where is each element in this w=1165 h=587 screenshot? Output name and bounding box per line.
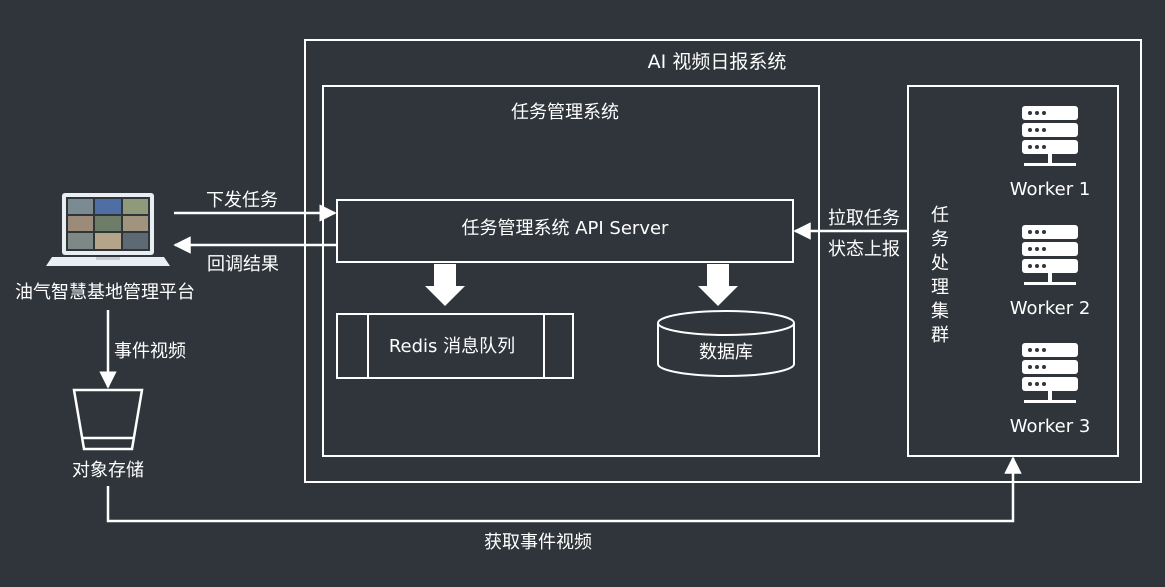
callback-result-label: 回调结果: [207, 254, 279, 275]
worker-2-label: Worker 2: [1010, 298, 1091, 319]
api-server-box: [336, 199, 794, 263]
event-video-label: 事件视频: [114, 341, 186, 362]
block-arrow-to-queue: [425, 264, 465, 306]
laptop-icon: [46, 193, 170, 266]
worker-cluster-title-char: 理: [931, 277, 949, 298]
redis-queue: [336, 313, 574, 379]
dispatch-task-label: 下发任务: [206, 190, 278, 211]
worker-cluster-title-char: 处: [931, 253, 949, 274]
pull-task-label: 拉取任务: [828, 208, 900, 229]
worker-cluster-box: [907, 85, 1119, 457]
ai-system-box: [304, 39, 1142, 483]
worker-cluster-title-char: 任: [931, 205, 949, 226]
worker-cluster-title-char: 集: [931, 301, 949, 322]
block-arrow-to-database: [698, 264, 738, 306]
worker-3-label: Worker 3: [1010, 416, 1091, 437]
worker-cluster-title: 任 务 处 理 集 群: [931, 205, 949, 346]
api-server-label: 任务管理系统 API Server: [462, 218, 670, 239]
report-status-label: 状态上报: [828, 239, 900, 260]
object-storage-label: 对象存储: [72, 460, 144, 481]
redis-queue-label: Redis 消息队列: [389, 336, 515, 357]
task-management-box: [322, 85, 820, 457]
worker-1-label: Worker 1: [1010, 179, 1091, 200]
worker-cluster-title-char: 群: [931, 325, 949, 346]
database-label: 数据库: [699, 342, 753, 363]
database-cylinder: [657, 310, 795, 377]
fetch-event-video-arrow: [106, 456, 1022, 523]
server-icon: [1022, 225, 1078, 285]
server-icon: [1022, 106, 1078, 166]
server-icon: [1022, 343, 1078, 403]
task-management-title: 任务管理系统: [511, 102, 619, 123]
client-platform-label: 油气智慧基地管理平台: [15, 282, 195, 303]
fetch-event-video-label: 获取事件视频: [484, 532, 592, 553]
worker-cluster-title-char: 务: [931, 229, 949, 250]
bucket-icon: [72, 388, 144, 451]
ai-system-title: AI 视频日报系统: [648, 51, 787, 73]
